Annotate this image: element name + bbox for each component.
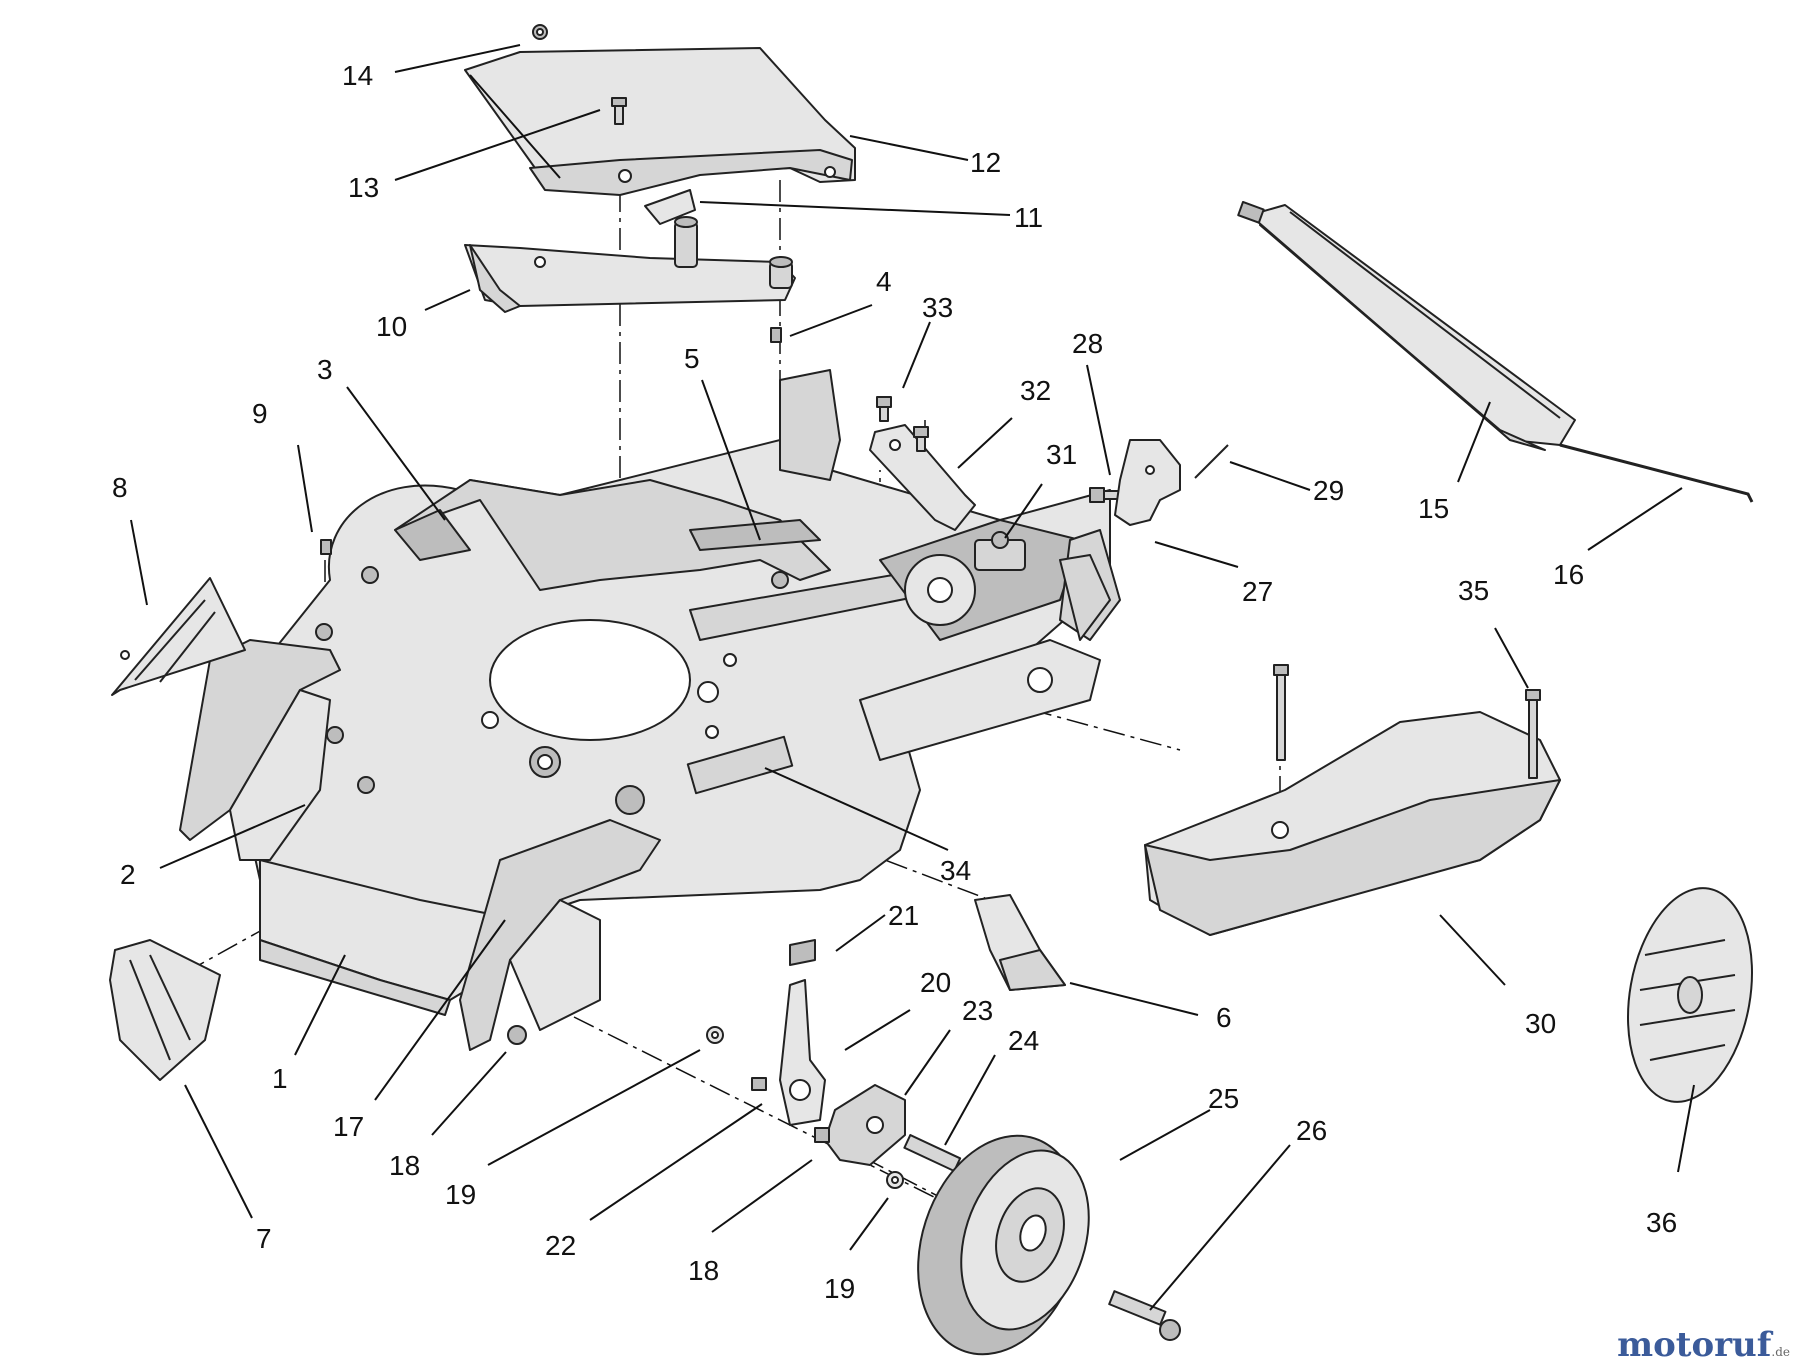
part-11-clip [644,189,696,225]
small-hardware [507,1025,904,1189]
part-14-nut [532,24,548,40]
part-9-screw [320,539,332,555]
callout-15: 15 [1418,493,1449,524]
callout-29: 29 [1313,475,1344,506]
part-13-bolt [611,97,627,125]
deck-nuts [315,566,789,794]
callout-20: 20 [920,967,951,998]
callout-13: 13 [348,172,379,203]
callout-21: 21 [888,900,919,931]
part-6-bracket [974,894,1066,991]
part-4-screw [770,327,782,343]
part-23-wheel-bracket [824,1084,906,1166]
callout-5: 5 [684,343,700,374]
part-8-side-plate [111,577,246,696]
callout-6: 6 [1216,1002,1232,1033]
callout-19-b: 19 [824,1273,855,1304]
callout-22: 22 [545,1230,576,1261]
callout-25: 25 [1208,1083,1239,1114]
callout-16: 16 [1553,559,1584,590]
callout-23: 23 [962,995,993,1026]
callout-4: 4 [876,266,892,297]
part-17-bumper [459,819,661,1051]
callout-7: 7 [256,1223,272,1254]
callout-27: 27 [1242,576,1273,607]
part-36-guard [1627,887,1753,1103]
callout-14: 14 [342,60,373,91]
callout-8: 8 [112,472,128,503]
part-28-bolt [1089,487,1121,503]
part-3-deck [239,369,1121,941]
callout-18-b: 18 [688,1255,719,1286]
callout-3: 3 [317,354,333,385]
part-7-side-plate [109,939,221,1081]
bolts-30-35 [1273,664,1541,779]
callout-24: 24 [1008,1025,1039,1056]
callout-11: 11 [1014,202,1043,233]
part-33-screw [876,396,929,452]
watermark-tld: .de [1771,1345,1790,1359]
part-20-height-bracket [779,979,826,1126]
part-25-wheel [917,1134,1090,1356]
part-15-handle [1237,201,1576,451]
part-2-bumper [179,639,341,861]
callout-34: 34 [940,855,971,886]
part-12-rear-cover [464,47,856,196]
part-27-bracket [1114,439,1181,526]
callout-9: 9 [252,398,268,429]
callout-2: 2 [120,859,136,890]
part-31-drive [974,531,1026,571]
watermark-logo: motoruf.de [1617,1325,1790,1365]
callout-31: 31 [1046,439,1077,470]
callout-1: 1 [272,1063,288,1094]
part-24-axle-bolt [903,1134,962,1173]
callout-10: 10 [376,311,407,342]
callout-26: 26 [1296,1115,1327,1146]
callout-19-a: 19 [445,1179,476,1210]
part-29-pin [1194,444,1229,479]
callout-28: 28 [1072,328,1103,359]
part-21-block [789,939,816,966]
part-1-skirt [259,859,521,1016]
callout-18-a: 18 [389,1150,420,1181]
callout-32: 32 [1020,375,1051,406]
callout-30: 30 [1525,1008,1556,1039]
watermark-brand: motoruf [1617,1325,1772,1365]
callout-17: 17 [333,1111,364,1142]
part-30-rear-shield [1144,711,1561,936]
part-16-rod [1559,443,1754,503]
callout-36: 36 [1646,1207,1677,1238]
callout-labels: 14 13 12 11 10 4 33 28 3 5 32 9 31 29 15… [112,60,1677,1304]
leader-lines [130,44,1695,1311]
callout-35: 35 [1458,575,1489,606]
part-26-wheel-bolt [1108,1290,1181,1341]
callout-12: 12 [970,147,1001,178]
part-10-bracket [464,216,796,313]
callout-33: 33 [922,292,953,323]
